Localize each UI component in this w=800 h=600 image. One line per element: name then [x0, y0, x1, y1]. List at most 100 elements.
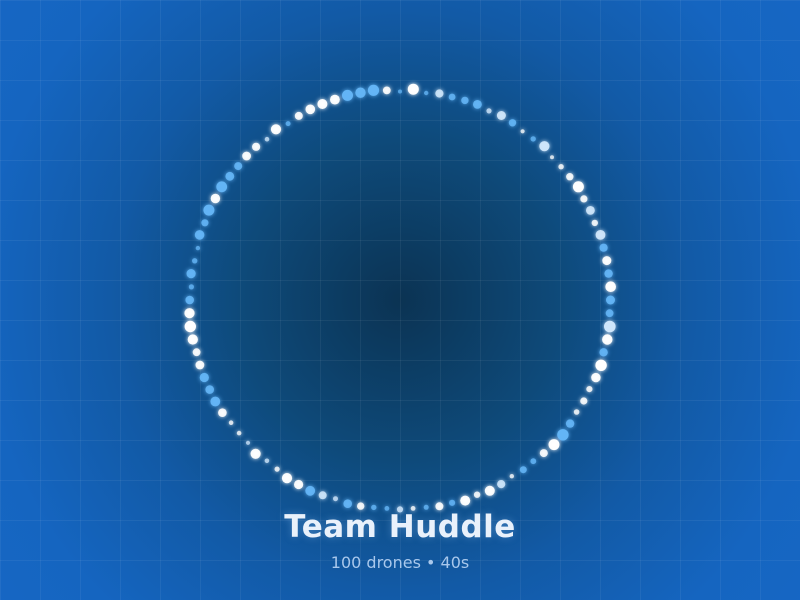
- drone-light: [192, 258, 198, 264]
- drone-light: [186, 269, 196, 279]
- drone-light: [550, 155, 554, 160]
- drone-light: [225, 171, 235, 181]
- drone-light: [210, 396, 221, 407]
- drone-light: [424, 90, 429, 96]
- drone-light: [530, 136, 536, 142]
- drone-light: [558, 164, 564, 170]
- drone-light: [382, 86, 391, 95]
- drone-light: [548, 439, 560, 451]
- drone-light: [317, 99, 328, 109]
- drone-light: [357, 502, 365, 510]
- drone-light: [410, 506, 416, 511]
- drone-light: [294, 479, 304, 490]
- drone-light: [519, 466, 527, 474]
- drone-light: [342, 89, 353, 101]
- drone-light: [435, 89, 444, 98]
- drone-light: [252, 142, 261, 151]
- drone-light: [195, 245, 201, 251]
- drone-light: [573, 409, 580, 415]
- drone-light: [605, 281, 616, 293]
- drone-light: [435, 502, 444, 511]
- drone-light: [572, 181, 584, 193]
- drone-light: [497, 480, 506, 489]
- drone-light: [236, 430, 242, 436]
- drone-light: [539, 449, 548, 458]
- drone-light: [264, 136, 270, 142]
- drone-light: [294, 111, 303, 120]
- drone-light: [192, 348, 201, 357]
- drone-light: [580, 195, 588, 203]
- drone-light: [566, 173, 574, 181]
- drone-light: [530, 458, 537, 465]
- drone-light: [305, 485, 316, 496]
- drone-light: [199, 372, 209, 383]
- drone-light: [187, 334, 198, 345]
- drone-light: [333, 496, 338, 502]
- drone-light: [185, 295, 194, 305]
- drone-light: [509, 474, 514, 479]
- drone-light: [448, 93, 456, 101]
- drone-light: [210, 193, 221, 204]
- drone-light: [245, 440, 251, 445]
- drone-light: [496, 111, 506, 120]
- drone-light: [606, 295, 615, 305]
- drone-light: [194, 230, 205, 240]
- drone-light: [305, 104, 316, 115]
- drone-light: [330, 94, 340, 105]
- drone-light: [604, 269, 613, 278]
- drone-light: [591, 372, 601, 383]
- drone-light: [188, 284, 194, 290]
- drone-light: [205, 385, 214, 394]
- drone-light: [449, 499, 456, 506]
- drone-light: [264, 458, 270, 464]
- drone-light: [195, 360, 205, 370]
- drone-light: [565, 419, 575, 428]
- show-title: Team Huddle: [284, 509, 516, 545]
- drone-light: [384, 506, 390, 511]
- drone-light: [343, 499, 353, 509]
- drone-light: [461, 96, 469, 105]
- show-subtitle: 100 drones • 40s: [330, 553, 470, 572]
- drone-light: [602, 256, 612, 266]
- drone-light: [599, 243, 608, 252]
- drone-light: [184, 320, 196, 333]
- drone-light: [539, 141, 550, 152]
- drone-light: [184, 308, 195, 319]
- drone-light: [508, 119, 517, 127]
- drone-light: [407, 83, 419, 95]
- drone-light: [242, 151, 252, 161]
- drone-light: [355, 87, 366, 98]
- drone-light: [473, 491, 481, 498]
- drone-light: [580, 397, 588, 405]
- drone-light: [318, 491, 327, 500]
- drone-light: [228, 420, 234, 426]
- drone-light: [557, 429, 569, 441]
- drone-light: [602, 334, 613, 345]
- drone-light: [274, 466, 280, 472]
- drone-light: [604, 320, 616, 333]
- drone-light: [371, 504, 377, 511]
- drone-light: [599, 348, 608, 357]
- drone-light: [586, 206, 595, 215]
- drone-light: [423, 504, 429, 510]
- drone-light: [484, 485, 495, 496]
- drone-light: [486, 108, 492, 114]
- drone-light: [595, 230, 606, 240]
- drone-light: [234, 162, 243, 171]
- drone-light: [460, 495, 471, 506]
- drone-light: [586, 386, 593, 393]
- drone-light: [367, 84, 380, 96]
- drone-light: [250, 448, 261, 459]
- drone-light: [216, 181, 228, 193]
- drone-light: [520, 129, 525, 134]
- drone-light: [270, 124, 282, 135]
- drone-light: [281, 473, 293, 484]
- drone-light: [396, 506, 404, 513]
- drone-light: [473, 100, 482, 109]
- drone-light: [203, 204, 215, 216]
- drone-light: [595, 359, 607, 371]
- drone-light: [218, 408, 227, 418]
- drone-light: [285, 121, 291, 127]
- drone-light: [605, 309, 614, 318]
